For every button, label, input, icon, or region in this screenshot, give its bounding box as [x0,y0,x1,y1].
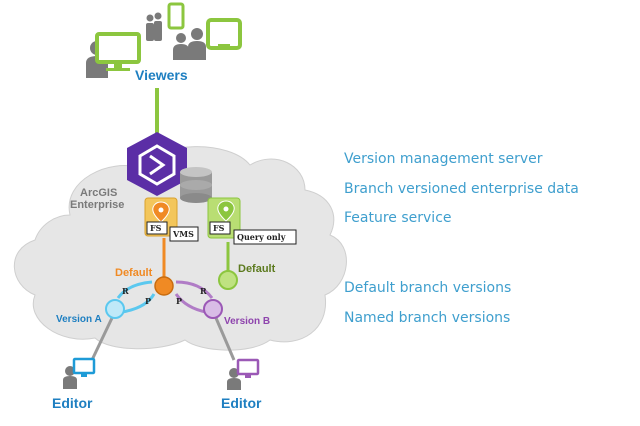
arrow-reconcile-left [116,280,153,299]
post-right-label: P [176,296,182,306]
vms-label: VMS [172,229,194,239]
editor-left-group [63,357,96,389]
monitor-icon [95,32,141,71]
legend-feature-service: Feature service [344,210,452,226]
map-pin-icon [217,200,235,222]
legend-default-branch-versions: Default branch versions [344,280,512,296]
editor-right-line [214,317,236,361]
query-default-node [218,270,238,290]
arrow-post-right [174,293,207,314]
person-icon [146,12,162,41]
default-version-node [154,276,174,296]
enterprise-cloud [13,146,347,351]
monitor-icon [72,357,96,377]
tablet-icon [206,18,242,50]
default-right-label: Default [238,263,276,275]
version-a-node [105,299,125,319]
legend-version-management-server: Version management server [344,151,543,167]
person-icon [63,366,77,389]
fs-vms-label: FS [150,223,162,233]
person-icon [227,368,241,390]
viewers-group [86,2,242,78]
editor-left-line [90,317,114,361]
arrow-post-left [121,293,156,314]
platform-label-line1: ArcGIS [80,187,117,199]
reconcile-left-label: R [122,286,129,296]
person-icon [173,28,206,60]
editor-right-group [227,358,260,390]
version-b-label: Version B [224,316,270,327]
legend-branch-versioned-data: Branch versioned enterprise data [344,181,579,197]
database-icon [180,167,212,203]
editor-right-label: Editor [221,395,262,411]
version-a-label: Version A [56,314,102,325]
legend-named-branch-versions: Named branch versions [344,310,511,326]
reconcile-right-label: R [200,286,207,296]
fs-query-label: FS [213,223,225,233]
default-left-label: Default [115,267,153,279]
map-pin-icon [152,201,170,223]
portal-logo-icon [127,132,187,196]
editor-left-label: Editor [52,395,93,411]
feature-service-query: FS Query only [207,197,297,245]
viewers-label: Viewers [135,67,188,83]
post-left-label: P [145,296,151,306]
arrow-reconcile-right [175,280,214,299]
feature-service-vms: FS VMS [144,197,199,242]
platform-label-line2: Enterprise [70,199,124,211]
monitor-icon [236,358,260,378]
phone-icon [167,2,185,30]
query-only-label: Query only [237,232,286,242]
version-b-node [203,299,223,319]
